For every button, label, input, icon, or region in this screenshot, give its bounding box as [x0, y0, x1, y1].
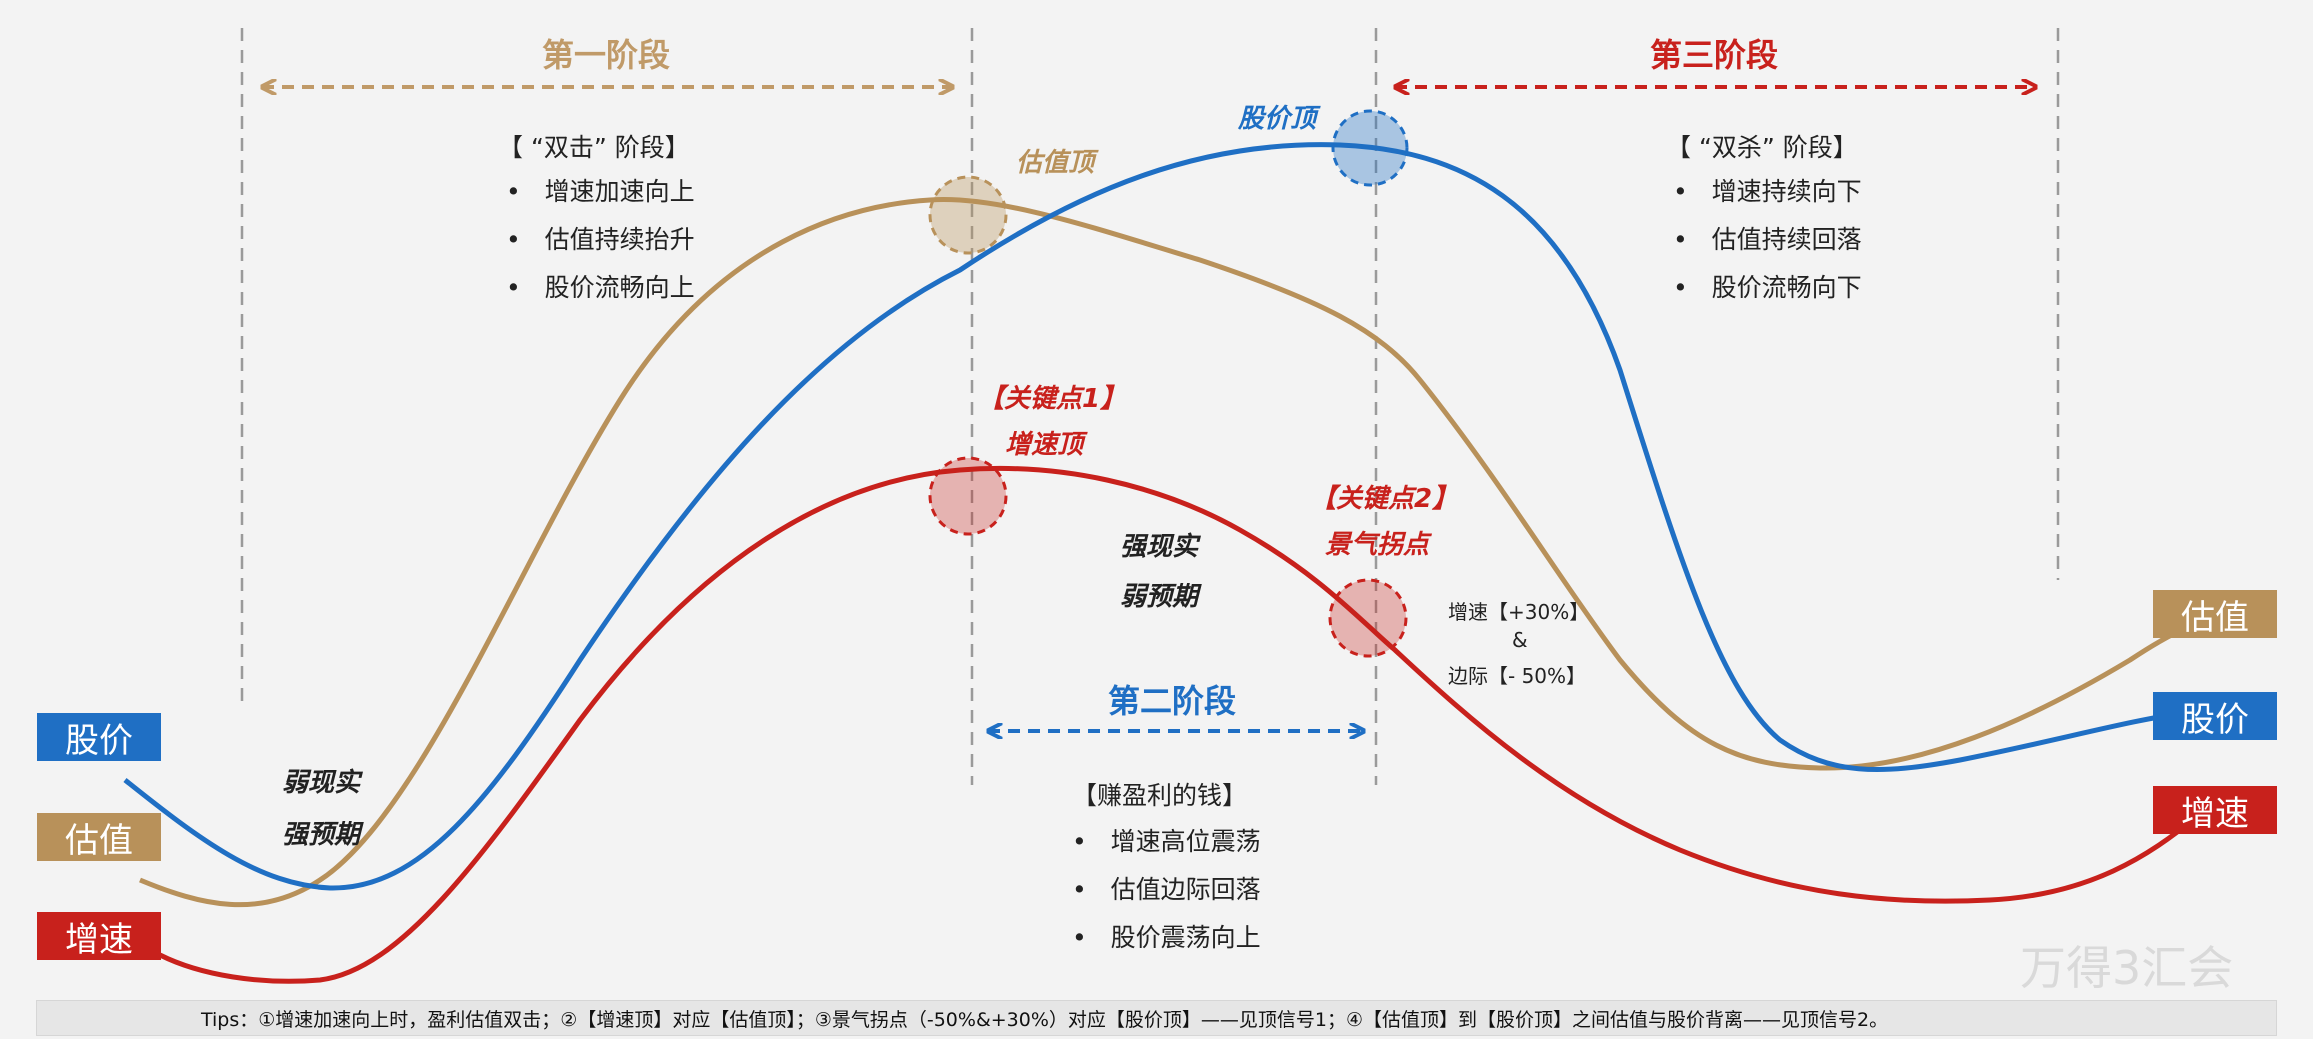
- inflection-label: 景气拐点: [1325, 530, 1430, 560]
- stage-two-heading: 【赚盈利的钱】: [1072, 781, 1248, 810]
- left-label-price: 股价: [37, 713, 161, 761]
- right-label-growth: 增速: [2153, 786, 2277, 834]
- growth-top-marker: [928, 456, 1008, 536]
- list-item: • 估值边际回落: [1072, 875, 1261, 904]
- stage-one-title: 第一阶段: [542, 36, 671, 74]
- growth-plus-note: 增速【+30%】: [1448, 600, 1590, 624]
- stage-one-heading: 【 “双击” 阶段】: [498, 133, 690, 162]
- price-top-marker: [1331, 109, 1409, 187]
- tips-text: Tips：①增速加速向上时，盈利估值双击；②【增速顶】对应【估值顶】；③景气拐点…: [201, 1008, 1889, 1031]
- list-item: • 股价流畅向上: [506, 273, 695, 302]
- price-top-label: 股价顶: [1238, 104, 1317, 134]
- stage-one-bullets: • 增速加速向上 • 估值持续抬升 • 股价流畅向上: [506, 168, 695, 312]
- margin-minus-note: 边际【- 50%】: [1448, 664, 1587, 688]
- left-label-growth: 增速: [37, 912, 161, 960]
- list-item: • 增速持续向下: [1673, 177, 1862, 206]
- key-point-2-label: 【关键点2】: [1310, 484, 1459, 514]
- strong-expectation-label: 强预期: [282, 820, 361, 850]
- list-item: • 股价震荡向上: [1072, 923, 1261, 952]
- valuation-top-label: 估值顶: [1016, 148, 1095, 178]
- stage-two-bullets: • 增速高位震荡 • 估值边际回落 • 股价震荡向上: [1072, 818, 1261, 962]
- key-point-1-label: 【关键点1】: [978, 384, 1127, 414]
- weak-reality-label: 弱现实: [282, 768, 361, 798]
- list-item: • 股价流畅向下: [1673, 273, 1862, 302]
- stage-three-bullets: • 增速持续向下 • 估值持续回落 • 股价流畅向下: [1673, 168, 1862, 312]
- price-curve: [123, 142, 2191, 891]
- right-label-valuation: 估值: [2153, 590, 2277, 638]
- list-item: • 估值持续回落: [1673, 225, 1862, 254]
- list-item: • 增速高位震荡: [1072, 827, 1261, 856]
- list-item: • 估值持续抬升: [506, 225, 695, 254]
- list-item: • 增速加速向上: [506, 177, 695, 206]
- inflection-marker: [1328, 578, 1408, 658]
- tips-bar: Tips：①增速加速向上时，盈利估值双击；②【增速顶】对应【估值顶】；③景气拐点…: [36, 1000, 2277, 1036]
- strong-reality-label: 强现实: [1120, 532, 1199, 562]
- left-label-valuation: 估值: [37, 813, 161, 861]
- stage-two-title: 第二阶段: [1108, 682, 1237, 720]
- growth-curve: [158, 465, 2197, 984]
- watermark: 万得3汇会: [2020, 941, 2234, 995]
- right-label-price: 股价: [2153, 692, 2277, 740]
- ampersand-note: &: [1512, 628, 1528, 652]
- valuation-top-marker: [928, 175, 1008, 255]
- growth-top-label: 增速顶: [1005, 430, 1084, 460]
- stage-three-heading: 【 “双杀” 阶段】: [1666, 133, 1858, 162]
- stage-three-title: 第三阶段: [1650, 36, 1779, 74]
- weak-expectation-label: 弱预期: [1120, 582, 1199, 612]
